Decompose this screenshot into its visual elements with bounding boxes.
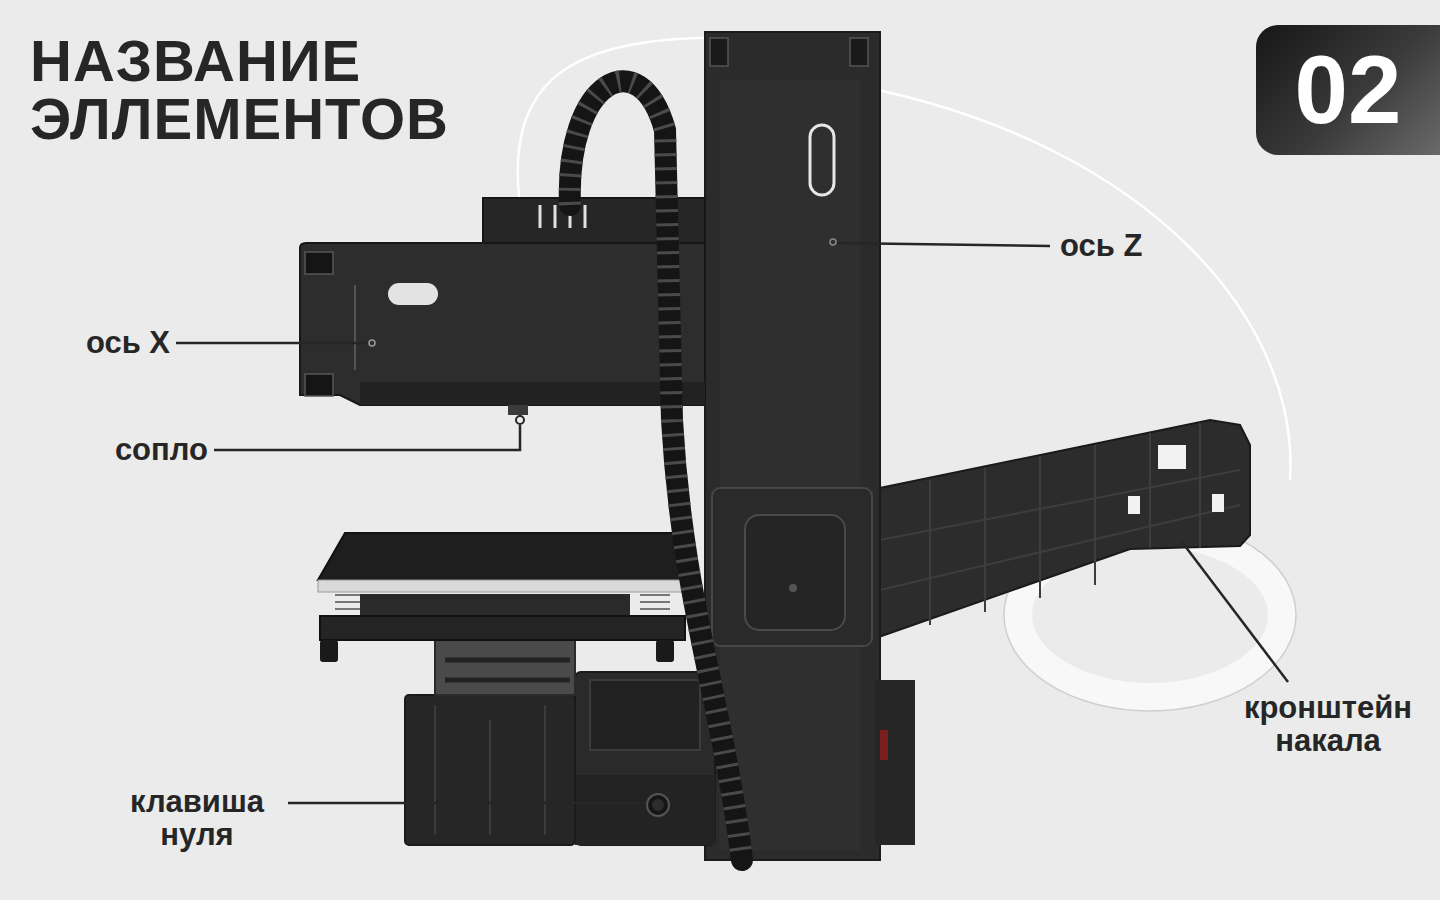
bed-knob xyxy=(656,640,674,662)
spool-arm xyxy=(870,420,1250,640)
section-number: 02 xyxy=(1295,42,1402,138)
z-foot-accent xyxy=(880,730,888,760)
cable-wrap xyxy=(570,81,742,860)
x-groove xyxy=(354,285,356,370)
arm-ribs xyxy=(880,423,1240,625)
arm-hole xyxy=(1128,496,1140,514)
bed-lower-plate xyxy=(320,616,685,640)
z-clip xyxy=(710,38,728,66)
part-label: ось X xyxy=(84,327,172,360)
arm-hole xyxy=(1158,445,1186,469)
x-clip xyxy=(305,252,333,274)
cable-wrap-turns xyxy=(570,81,742,860)
base-left-ribs xyxy=(435,705,545,835)
marker-dot xyxy=(369,340,375,346)
x-slot xyxy=(388,283,438,305)
nozzle xyxy=(508,405,528,415)
arm-hole xyxy=(1212,494,1224,512)
z-column-face xyxy=(720,80,860,850)
z-foot xyxy=(875,680,915,845)
zero-button xyxy=(647,794,669,816)
part-label: ось Z xyxy=(1058,230,1144,263)
mount-screw xyxy=(789,584,797,592)
y-rods xyxy=(445,660,570,680)
base-right-top xyxy=(590,680,700,750)
bed-knob xyxy=(320,640,338,662)
x-housing xyxy=(300,243,705,405)
z-slot xyxy=(810,125,834,195)
bed-frame xyxy=(360,594,630,616)
zero-button-core xyxy=(652,799,664,811)
base-right xyxy=(575,672,715,845)
arm-mount-inner xyxy=(745,515,845,630)
part-label: кронштейн накала xyxy=(1242,692,1414,757)
base-right-lower xyxy=(575,775,715,845)
marker-dot xyxy=(516,416,524,424)
section-number-badge: 02 xyxy=(1256,25,1440,155)
arm-mount xyxy=(712,488,872,646)
x-clip xyxy=(305,374,333,396)
part-label: клавиша нуля xyxy=(128,786,266,851)
base-left xyxy=(405,695,575,845)
bed-edge xyxy=(318,580,683,592)
bed-top xyxy=(318,533,685,580)
z-clip xyxy=(850,38,868,66)
page-title: НАЗВАНИЕ ЭЛЛЕМЕНТОВ xyxy=(30,32,449,148)
x-underside xyxy=(360,382,705,405)
filament xyxy=(878,90,1290,480)
marker-dot xyxy=(830,239,836,245)
y-mechanism xyxy=(435,640,575,695)
leader-lines xyxy=(176,243,1288,803)
part-label: сопло xyxy=(113,434,210,467)
